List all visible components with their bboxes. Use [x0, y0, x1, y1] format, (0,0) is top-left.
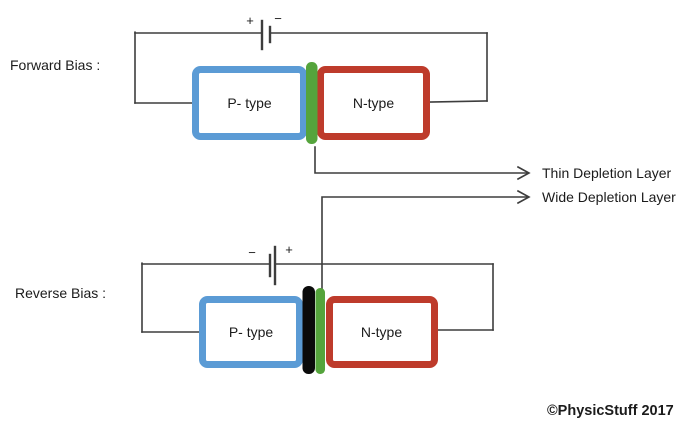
reverse-p-type-box [199, 296, 303, 368]
forward-wire-to-n-box [428, 100, 488, 103]
forward-p-type-box [192, 66, 307, 140]
reverse-battery-plus-sign: + [285, 242, 293, 257]
forward-p-type-label: P- type [227, 95, 272, 111]
reverse-n-type-box [326, 296, 438, 368]
reverse-n-type-label: N-type [360, 324, 403, 340]
reverse-wide-depletion-strip-black [302, 286, 315, 374]
reverse-battery-minus-sign: − [248, 245, 256, 260]
wide-depletion-leader-line [321, 196, 528, 290]
thin-depletion-leader-line [314, 146, 528, 174]
wide-depletion-arrowhead-icon [516, 189, 531, 205]
thin-depletion-layer-label: Thin Depletion Layer [542, 165, 672, 181]
reverse-bias-label: Reverse Bias : [15, 285, 107, 301]
forward-n-type-box [317, 66, 430, 140]
depletion-callout-lines [314, 146, 531, 290]
forward-battery-plus-sign: + [246, 13, 254, 28]
reverse-p-type-label: P- type [228, 324, 274, 340]
reverse-wide-depletion-strip-green [315, 288, 325, 374]
reverse-circuit-wires [141, 245, 494, 333]
forward-n-type-label: N-type [352, 95, 395, 111]
forward-circuit-wires [134, 19, 488, 104]
thin-depletion-arrowhead-icon [516, 165, 531, 181]
copyright-text: ©PhysicStuff 2017 [547, 403, 674, 419]
wide-depletion-layer-label: Wide Depletion Layer [542, 189, 676, 205]
forward-thin-depletion-strip [306, 62, 318, 144]
forward-battery-minus-sign: − [274, 11, 282, 26]
forward-bias-label: Forward Bias : [10, 57, 101, 73]
